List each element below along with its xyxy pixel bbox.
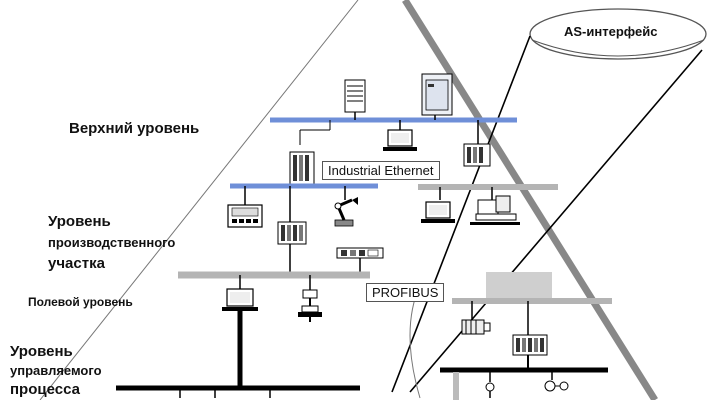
level-label-field: Полевой уровень xyxy=(28,295,133,309)
pc-icon xyxy=(383,129,417,151)
lamp-icon xyxy=(544,380,569,392)
workstation-icon xyxy=(470,195,520,225)
pc-icon xyxy=(421,201,455,223)
asi-callout-ellipse xyxy=(529,8,707,60)
plc-icon xyxy=(463,143,491,167)
sensor-icon xyxy=(485,382,495,398)
asi-ellipse-depth xyxy=(531,39,705,57)
motor-icon xyxy=(461,319,491,335)
level-label-process-line2: управляемого xyxy=(10,363,102,378)
asi-callout-line-left xyxy=(391,35,531,393)
operator-panel-icon xyxy=(227,204,263,228)
pyramid-left-edge xyxy=(39,0,359,400)
level-label-top: Верхний уровень xyxy=(69,120,200,137)
asi-callout-line-right xyxy=(409,49,703,393)
pc-icon xyxy=(222,288,258,311)
plc-icon xyxy=(512,334,548,356)
level-label-section-line2: производственного xyxy=(48,235,176,250)
server-icon xyxy=(344,79,366,113)
drive-module-icon xyxy=(336,247,384,259)
level-label-process-line3: процесса xyxy=(10,381,80,398)
level-label-section-line3: участка xyxy=(48,255,105,272)
pyramid-right-edge xyxy=(402,0,658,400)
plc-icon xyxy=(277,221,307,245)
valve-actuator-icon xyxy=(298,289,322,317)
network-label-ethernet: Industrial Ethernet xyxy=(322,161,440,180)
process-drop-gray xyxy=(453,372,459,400)
level-label-process-line1: Уровень xyxy=(10,343,73,360)
profibus-gateway-block xyxy=(486,272,552,298)
plc-icon xyxy=(289,151,315,185)
network-label-profibus: PROFIBUS xyxy=(366,283,445,302)
level-label-section-line1: Уровень xyxy=(48,213,111,230)
network-label-asi: AS-интерфейс xyxy=(564,24,658,39)
server-cabinet-icon xyxy=(421,73,453,116)
robot-arm-icon xyxy=(334,197,358,227)
